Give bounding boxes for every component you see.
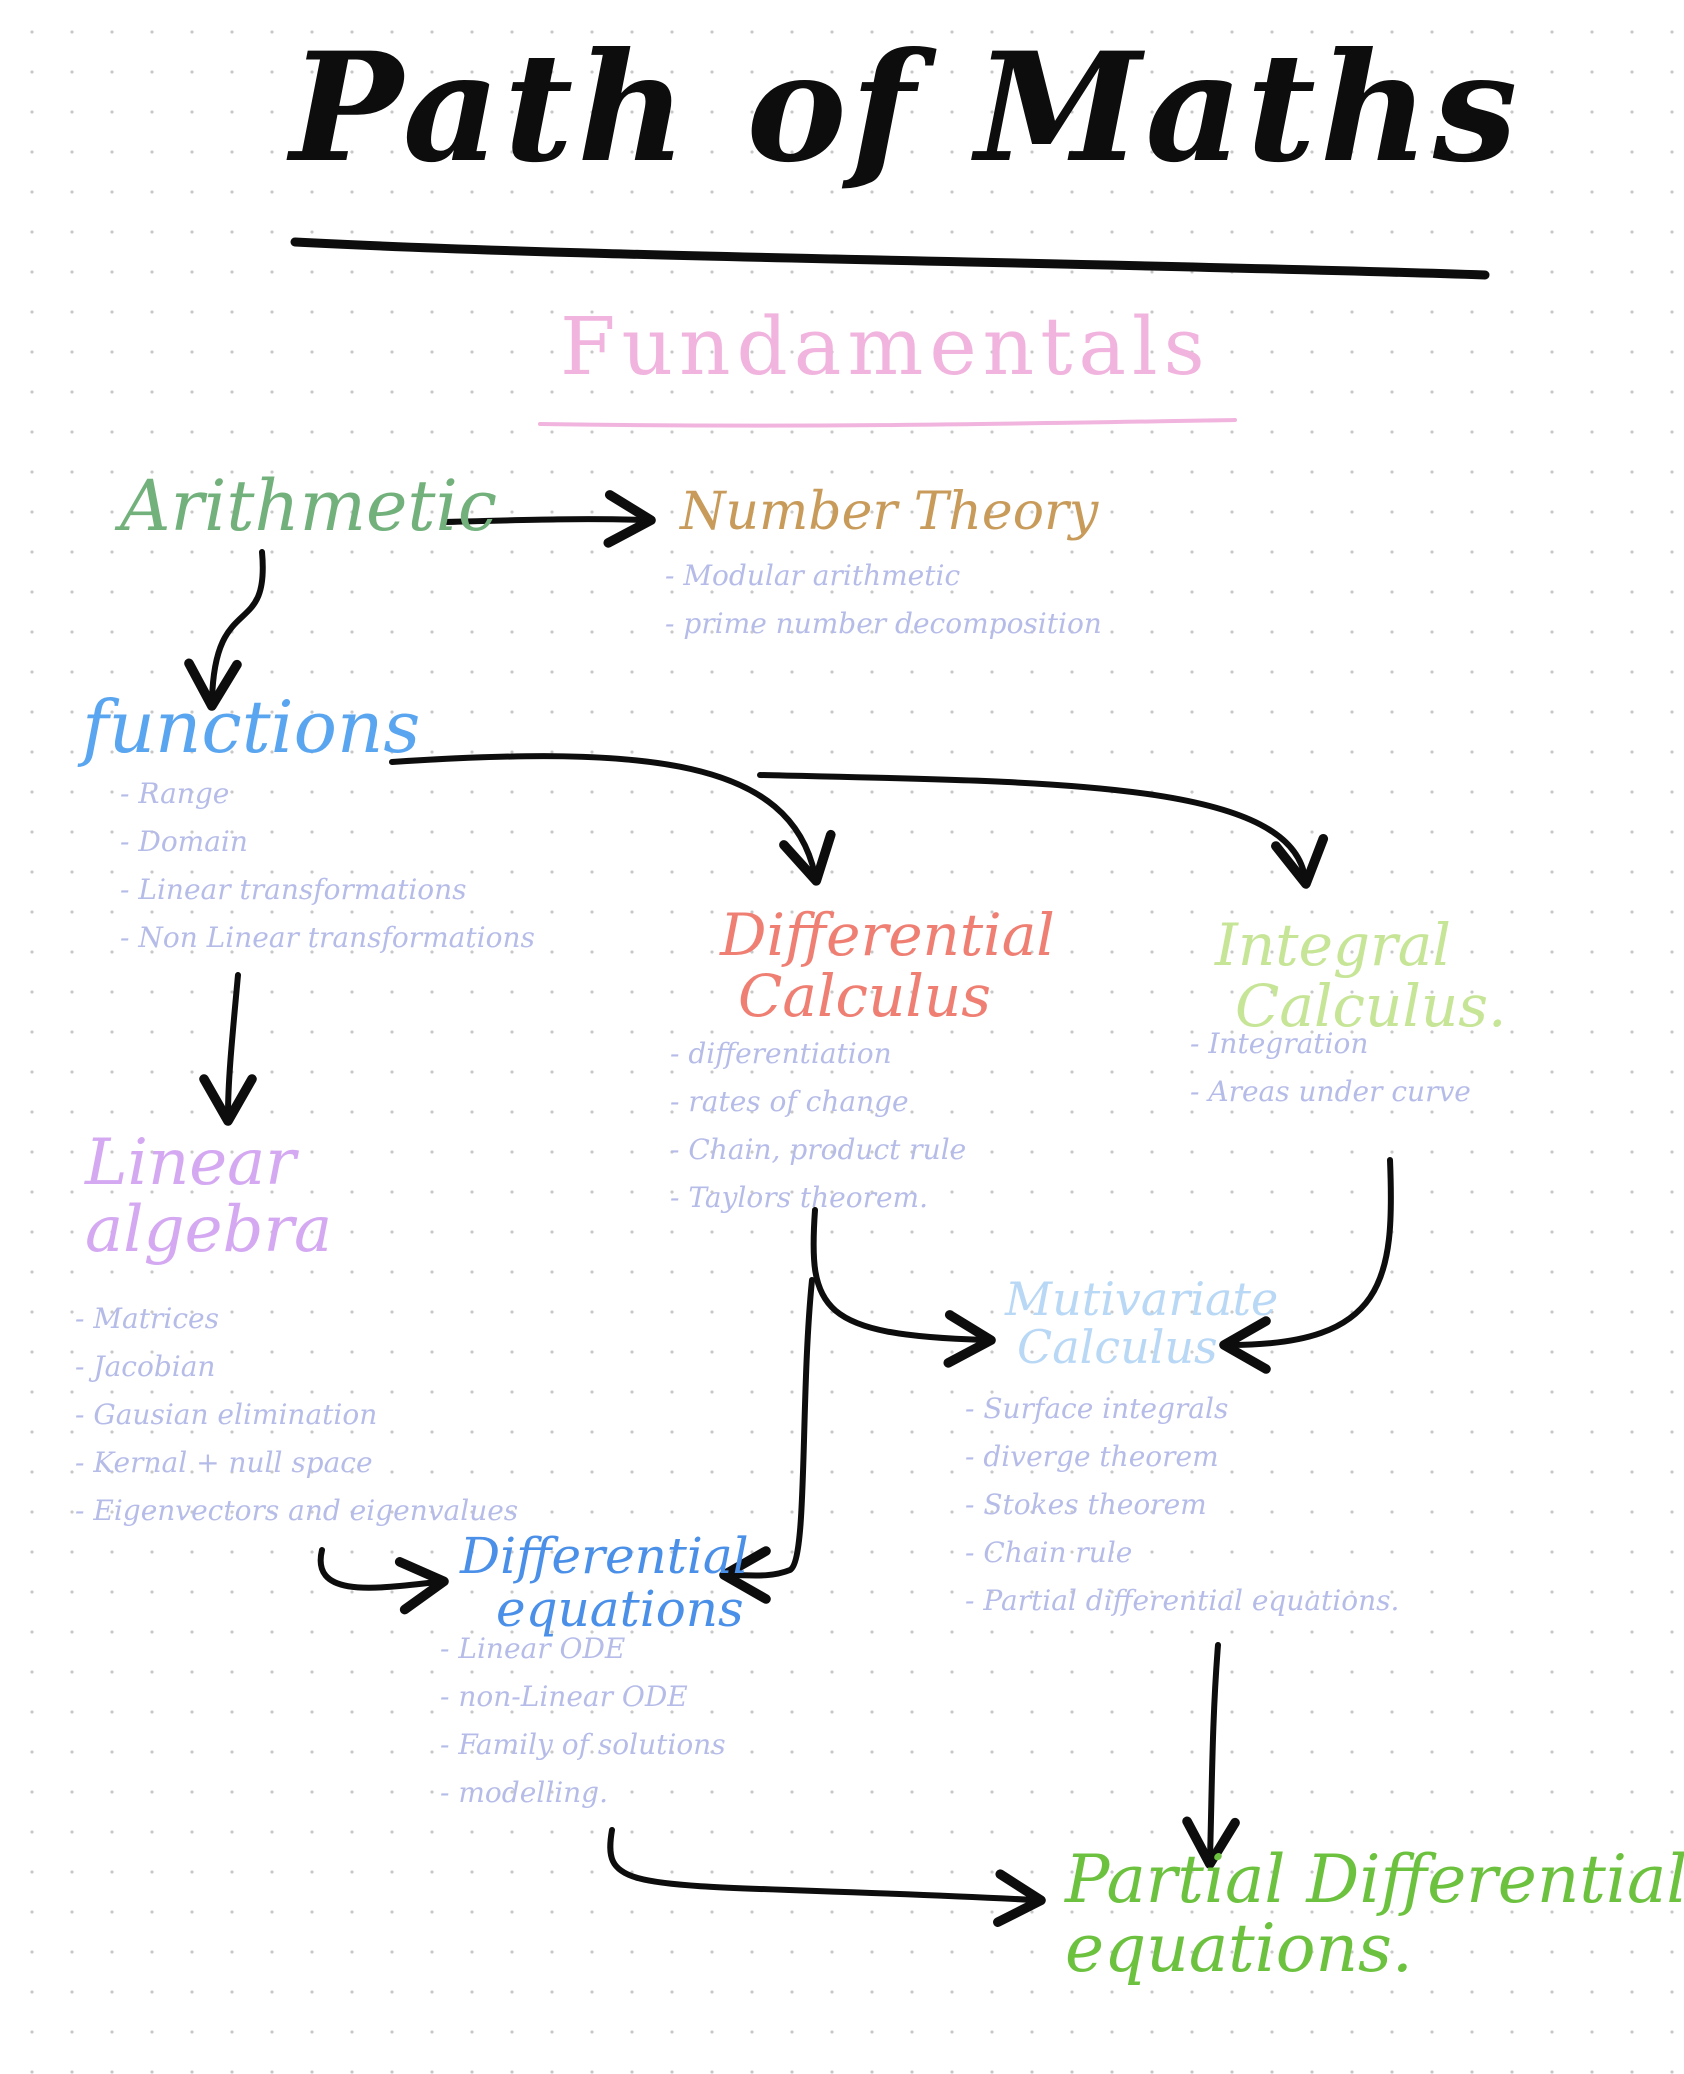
title-line: Differential <box>460 1527 749 1585</box>
node-differential-equations-title: Differential equations <box>460 1530 749 1635</box>
list-item: Eigenvectors and eigenvalues <box>75 1497 518 1545</box>
list-item: Range <box>120 780 535 828</box>
node-differential-calculus-title: Differential Calculus <box>720 905 1055 1027</box>
node-differential-equations-list: Linear ODE non-Linear ODE Family of solu… <box>440 1635 726 1827</box>
node-integral-calculus-list: Integration Areas under curve <box>1190 1030 1471 1126</box>
title-line: Mutivariate <box>1005 1272 1279 1326</box>
arrow-functions-to-linear-algebra <box>199 972 257 1126</box>
list-item: Partial differential equations. <box>965 1587 1399 1635</box>
title-line: Integral <box>1215 911 1451 979</box>
node-number-theory-title: Number Theory <box>680 482 1099 542</box>
node-linear-algebra-title: Linear algebra <box>85 1126 333 1268</box>
node-multivariate-calculus-title: Mutivariate Calculus <box>1005 1275 1278 1372</box>
title-line: algebra <box>85 1193 333 1268</box>
node-arithmetic-title: Arithmetic <box>120 465 498 547</box>
list-item: Kernal + null space <box>75 1449 518 1497</box>
node-pde-title: Partial Differential equations. <box>1065 1845 1684 1984</box>
list-item: non-Linear ODE <box>440 1683 726 1731</box>
title-line: Calculus <box>1017 1320 1218 1375</box>
node-differential-calculus-list: differentiation rates of change Chain, p… <box>670 1040 966 1232</box>
list-item: differentiation <box>670 1040 966 1088</box>
list-item: Linear transformations <box>120 876 535 924</box>
title-line: Differential <box>720 901 1055 969</box>
title-line: Linear <box>85 1126 296 1200</box>
node-number-theory-list: Modular arithmetic prime number decompos… <box>665 562 1102 658</box>
title-line: Partial Differential <box>1065 1841 1684 1918</box>
list-item: Linear ODE <box>440 1635 726 1683</box>
arrow-arithmetic-to-functions <box>184 549 266 711</box>
node-functions-list: Range Domain Linear transformations Non … <box>120 780 535 972</box>
title-line: equations. <box>1065 1910 1413 1988</box>
list-item: Family of solutions <box>440 1731 725 1779</box>
list-item: Domain <box>120 828 535 876</box>
section-heading-fundamentals: Fundamentals <box>560 300 1211 393</box>
node-integral-calculus-title: Integral Calculus. <box>1215 915 1506 1037</box>
node-linear-algebra-list: Matrices Jacobian Gausian elimination Ke… <box>75 1305 518 1545</box>
list-item: Non Linear transformations <box>120 924 534 972</box>
list-item: Integration <box>1190 1030 1471 1078</box>
page-title: Path of Maths <box>290 20 1522 196</box>
title-underline <box>290 237 1490 280</box>
list-item: Surface integrals <box>965 1395 1399 1443</box>
arrow-linear-algebra-to-differential-equations <box>317 1547 449 1615</box>
list-item: rates of change <box>670 1088 966 1136</box>
list-item: modelling. <box>440 1779 726 1827</box>
arrow-differential-equations-to-pde <box>607 1827 1046 1927</box>
title-line: equations <box>496 1579 744 1638</box>
arrow-functions-to-integral-calculus <box>757 772 1328 889</box>
node-multivariate-calculus-list: Surface integrals diverge theorem Stokes… <box>965 1395 1399 1635</box>
list-item: Stokes theorem <box>965 1491 1399 1539</box>
list-item: Chain, product rule <box>670 1136 966 1184</box>
list-item: Gausian elimination <box>75 1401 518 1449</box>
list-item: Modular arithmetic <box>665 562 1102 610</box>
list-item: Matrices <box>75 1305 518 1353</box>
title-line: Calculus <box>738 961 992 1030</box>
list-item: Chain rule <box>965 1539 1399 1587</box>
list-item: Jacobian <box>75 1353 518 1401</box>
list-item: Areas under curve <box>1190 1078 1470 1126</box>
list-item: diverge theorem <box>965 1443 1399 1491</box>
list-item: Taylors theorem. <box>670 1184 966 1232</box>
fundamentals-underline <box>538 418 1237 428</box>
arrow-multivariate-to-pde <box>1182 1642 1240 1869</box>
node-functions-title: functions <box>82 685 421 769</box>
list-item: prime number decomposition <box>665 610 1101 658</box>
